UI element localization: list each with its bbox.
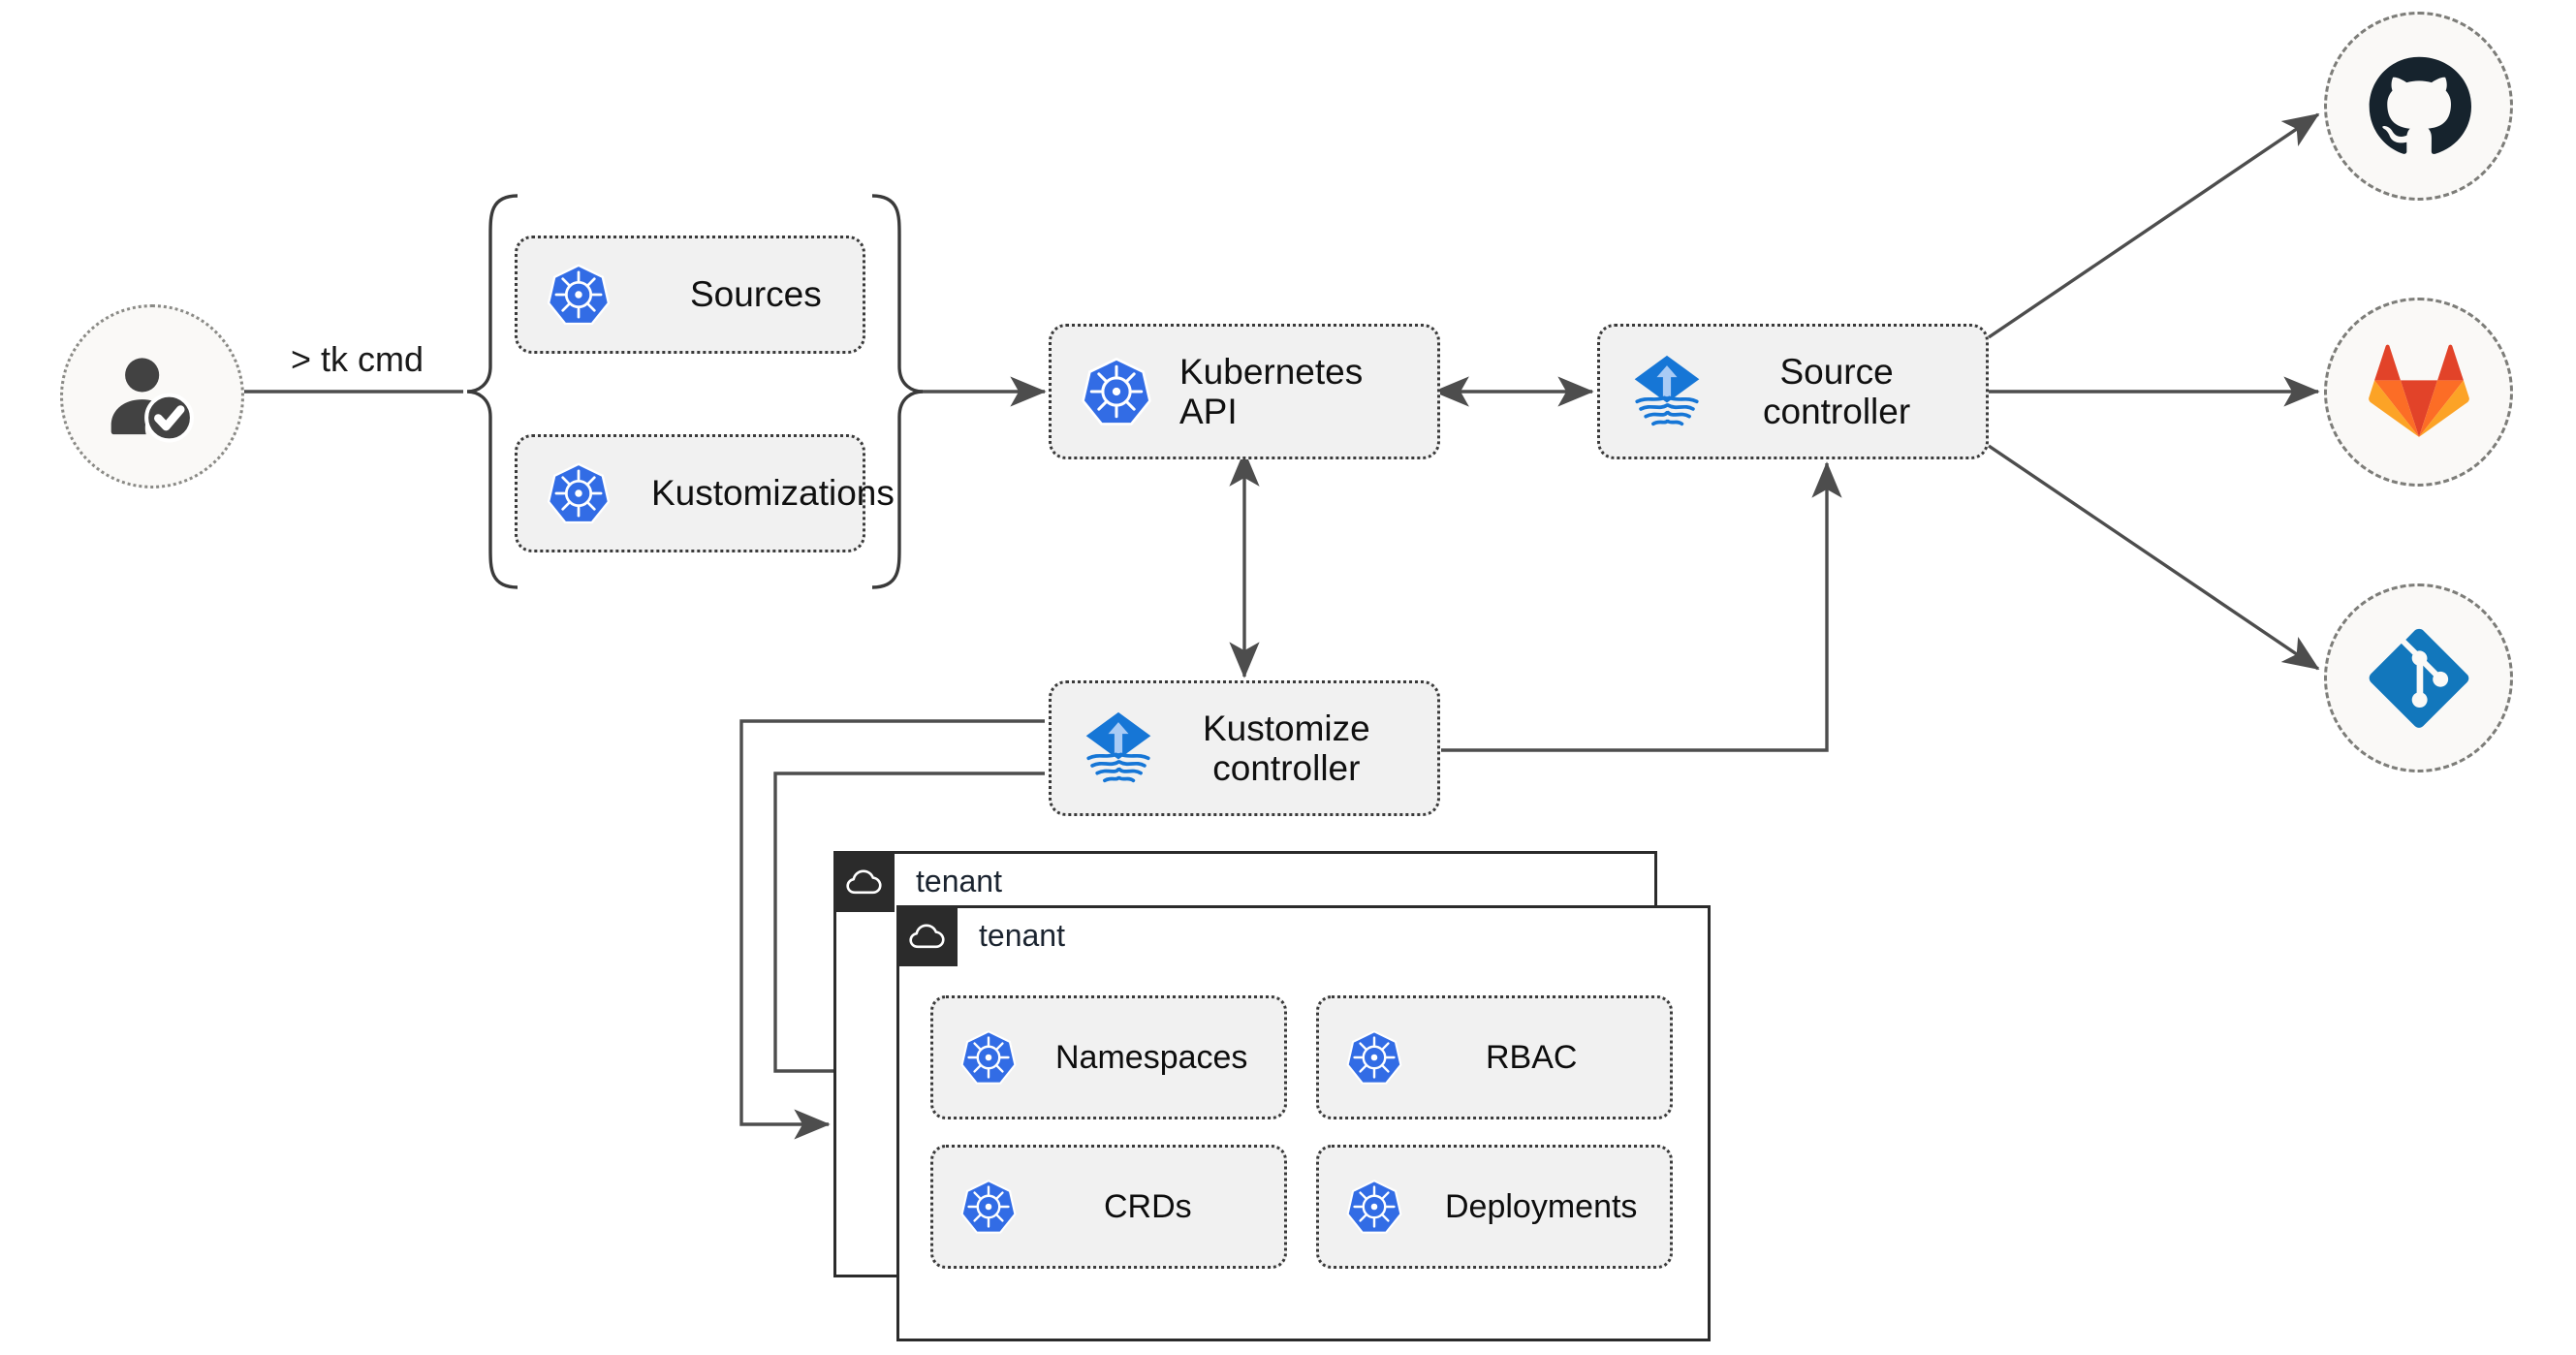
node-label: Kustomize controller xyxy=(1203,708,1370,788)
node-label: Kustomizations xyxy=(651,473,895,514)
kubernetes-icon xyxy=(1079,354,1154,429)
cloud-icon xyxy=(833,851,895,912)
wire-kustomize-to-source xyxy=(1441,461,1842,752)
resource-label: RBAC xyxy=(1486,1038,1578,1076)
node-label: Sources xyxy=(690,274,822,315)
resource-crds[interactable]: CRDs xyxy=(930,1145,1287,1269)
kubernetes-icon xyxy=(545,459,613,527)
wire-source-to-git xyxy=(1988,444,2320,671)
kubernetes-icon xyxy=(1344,1177,1404,1237)
kubernetes-icon xyxy=(958,1027,1019,1087)
tenant-label: tenant xyxy=(916,864,1002,898)
git-icon xyxy=(2368,627,2470,730)
flux-icon xyxy=(1079,709,1158,788)
tenant-label: tenant xyxy=(979,918,1065,953)
node-kustomize-controller[interactable]: Kustomize controller xyxy=(1049,680,1440,816)
actor-user[interactable] xyxy=(60,304,244,488)
resource-label: CRDs xyxy=(1104,1187,1192,1225)
resource-rbac[interactable]: RBAC xyxy=(1316,995,1673,1119)
resource-label: Deployments xyxy=(1445,1187,1638,1225)
github-icon xyxy=(2367,54,2471,159)
user-check-icon xyxy=(100,344,204,449)
tenant-header: tenant xyxy=(896,905,1065,966)
resource-label: Namespaces xyxy=(1055,1038,1248,1076)
wire-source-to-github xyxy=(1988,112,2320,339)
kubernetes-icon xyxy=(1344,1027,1404,1087)
cloud-icon xyxy=(896,905,958,966)
node-label: Kubernetes API xyxy=(1179,351,1364,431)
tenant-window-front[interactable]: tenant xyxy=(896,905,1711,1341)
node-kustomizations[interactable]: Kustomizations xyxy=(515,434,895,552)
flux-icon xyxy=(1627,352,1707,431)
command-label: > tk cmd xyxy=(291,339,424,379)
resource-deployments[interactable]: Deployments xyxy=(1316,1145,1673,1269)
tenant-resources: Namespaces xyxy=(930,995,1673,1269)
kubernetes-icon xyxy=(958,1177,1019,1237)
resource-namespaces[interactable]: Namespaces xyxy=(930,995,1287,1119)
provider-github[interactable] xyxy=(2324,12,2513,201)
node-source-controller[interactable]: Source controller xyxy=(1597,324,1989,459)
provider-git[interactable] xyxy=(2324,583,2513,772)
brace xyxy=(463,192,927,591)
node-sources[interactable]: Sources xyxy=(515,236,865,354)
gitlab-icon xyxy=(2368,342,2469,443)
node-kubernetes-api[interactable]: Kubernetes API xyxy=(1049,324,1440,459)
node-label: Source controller xyxy=(1763,351,1911,431)
tenant-header: tenant xyxy=(833,851,1002,912)
kubernetes-icon xyxy=(545,261,613,329)
provider-gitlab[interactable] xyxy=(2324,298,2513,487)
